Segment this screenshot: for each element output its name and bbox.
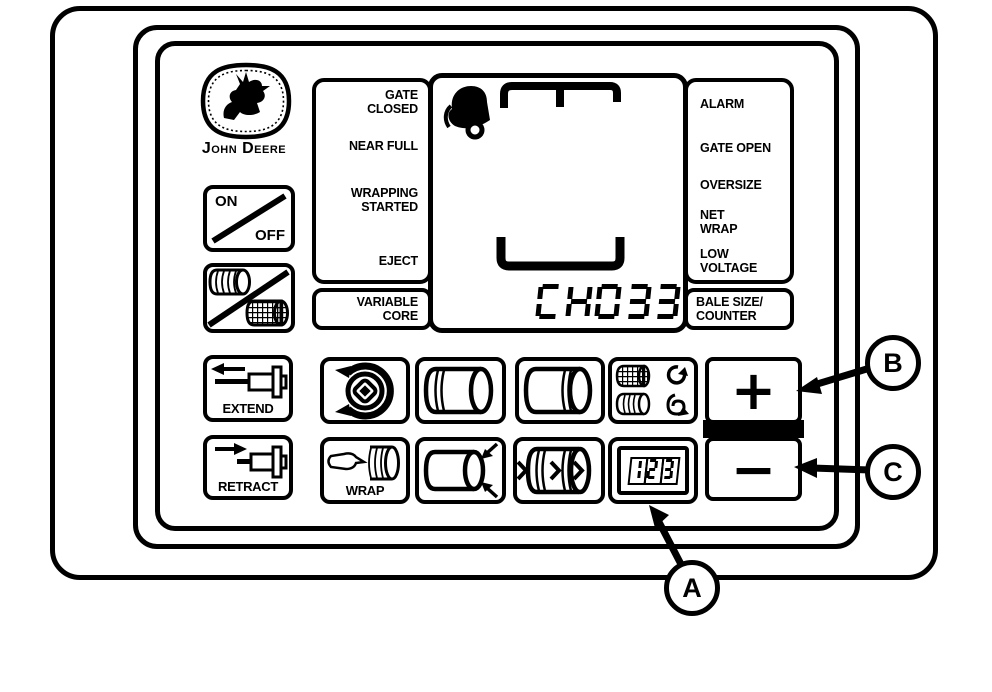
extend-label: EXTEND: [222, 401, 274, 416]
plus-label: +: [730, 359, 777, 422]
extend-button[interactable]: EXTEND: [203, 355, 293, 422]
bale-cylinder-left-icon: [423, 366, 494, 415]
net-twine-rotation-icon: [615, 364, 689, 416]
retract-label: RETRACT: [217, 479, 278, 494]
callout-c: C: [865, 444, 921, 500]
monitor-bezel: [133, 25, 860, 549]
bale-size-left-button[interactable]: [415, 357, 506, 424]
bale-core-rotation-icon: [335, 362, 394, 420]
bale-diameter-button[interactable]: [415, 437, 506, 504]
minus-button[interactable]: −: [705, 437, 802, 501]
brand-text: John Deere: [201, 140, 287, 157]
counter-readout: [627, 456, 681, 485]
right-status-panel: ALARM GATE OPEN OVERSIZE NET WRAP LOW VO…: [684, 78, 794, 284]
display-readout: [535, 284, 685, 319]
callout-b: B: [865, 335, 921, 391]
left-status-panel: GATE CLOSED NEAR FULL WRAPPING STARTED E…: [312, 78, 432, 284]
bale-compress-diagonal-icon: [423, 442, 499, 499]
alarm-bell-icon: [443, 86, 490, 140]
john-deere-logo: [200, 62, 292, 140]
retract-button[interactable]: RETRACT: [203, 435, 293, 500]
retract-cylinder-icon: [215, 443, 288, 479]
callout-a-label: A: [682, 572, 702, 603]
monitor-outer-housing: [50, 6, 938, 580]
off-label: OFF: [255, 227, 285, 244]
status-wrapping-started: WRAPPING STARTED: [350, 186, 418, 214]
variable-core-panel: VARIABLE CORE: [312, 288, 432, 330]
status-low-voltage: LOW VOLTAGE: [700, 247, 758, 275]
bale-counter-button[interactable]: [608, 437, 698, 504]
callout-b-label: B: [883, 347, 903, 378]
bale-compress-inward-icon: [517, 446, 592, 495]
display-graphics: [443, 82, 625, 271]
status-variable-core: VARIABLE CORE: [356, 295, 419, 323]
status-bale-size-counter: BALE SIZE/ COUNTER: [696, 295, 763, 323]
twine-net-bales-icon: [207, 268, 290, 328]
on-off-slash-icon: [211, 193, 287, 244]
on-off-button[interactable]: ON OFF: [203, 185, 295, 252]
status-alarm: ALARM: [700, 97, 745, 111]
callout-a: A: [664, 560, 720, 616]
hand-wrap-icon: [327, 445, 400, 481]
callout-c-label: C: [883, 456, 903, 487]
wrap-type-select-button[interactable]: [608, 357, 698, 424]
plus-button[interactable]: +: [705, 357, 802, 424]
wrap-button[interactable]: WRAP: [320, 437, 410, 504]
status-gate-open: GATE OPEN: [700, 141, 771, 155]
status-net-wrap: NET WRAP: [700, 208, 738, 236]
minus-label: −: [730, 437, 777, 501]
bale-size-right-button[interactable]: [515, 357, 605, 424]
bale-cylinder-right-icon: [523, 366, 593, 415]
plus-minus-divider: [703, 420, 804, 438]
twine-net-select-button[interactable]: [203, 263, 295, 333]
bale-density-button[interactable]: [513, 437, 605, 504]
status-gate-closed: GATE CLOSED: [367, 88, 418, 116]
on-label: ON: [215, 193, 238, 210]
status-oversize: OVERSIZE: [700, 178, 762, 192]
soft-core-button[interactable]: [320, 357, 410, 424]
extend-cylinder-icon: [211, 363, 288, 399]
monitor-faceplate: [155, 41, 839, 531]
lcd-display: [428, 73, 688, 333]
counter-display-frame: [617, 446, 689, 495]
bale-size-counter-panel: BALE SIZE/ COUNTER: [684, 288, 794, 330]
leaping-deer-icon: [200, 62, 292, 140]
status-eject: EJECT: [378, 254, 418, 268]
status-near-full: NEAR FULL: [348, 139, 418, 153]
wrap-label: WRAP: [345, 483, 385, 498]
